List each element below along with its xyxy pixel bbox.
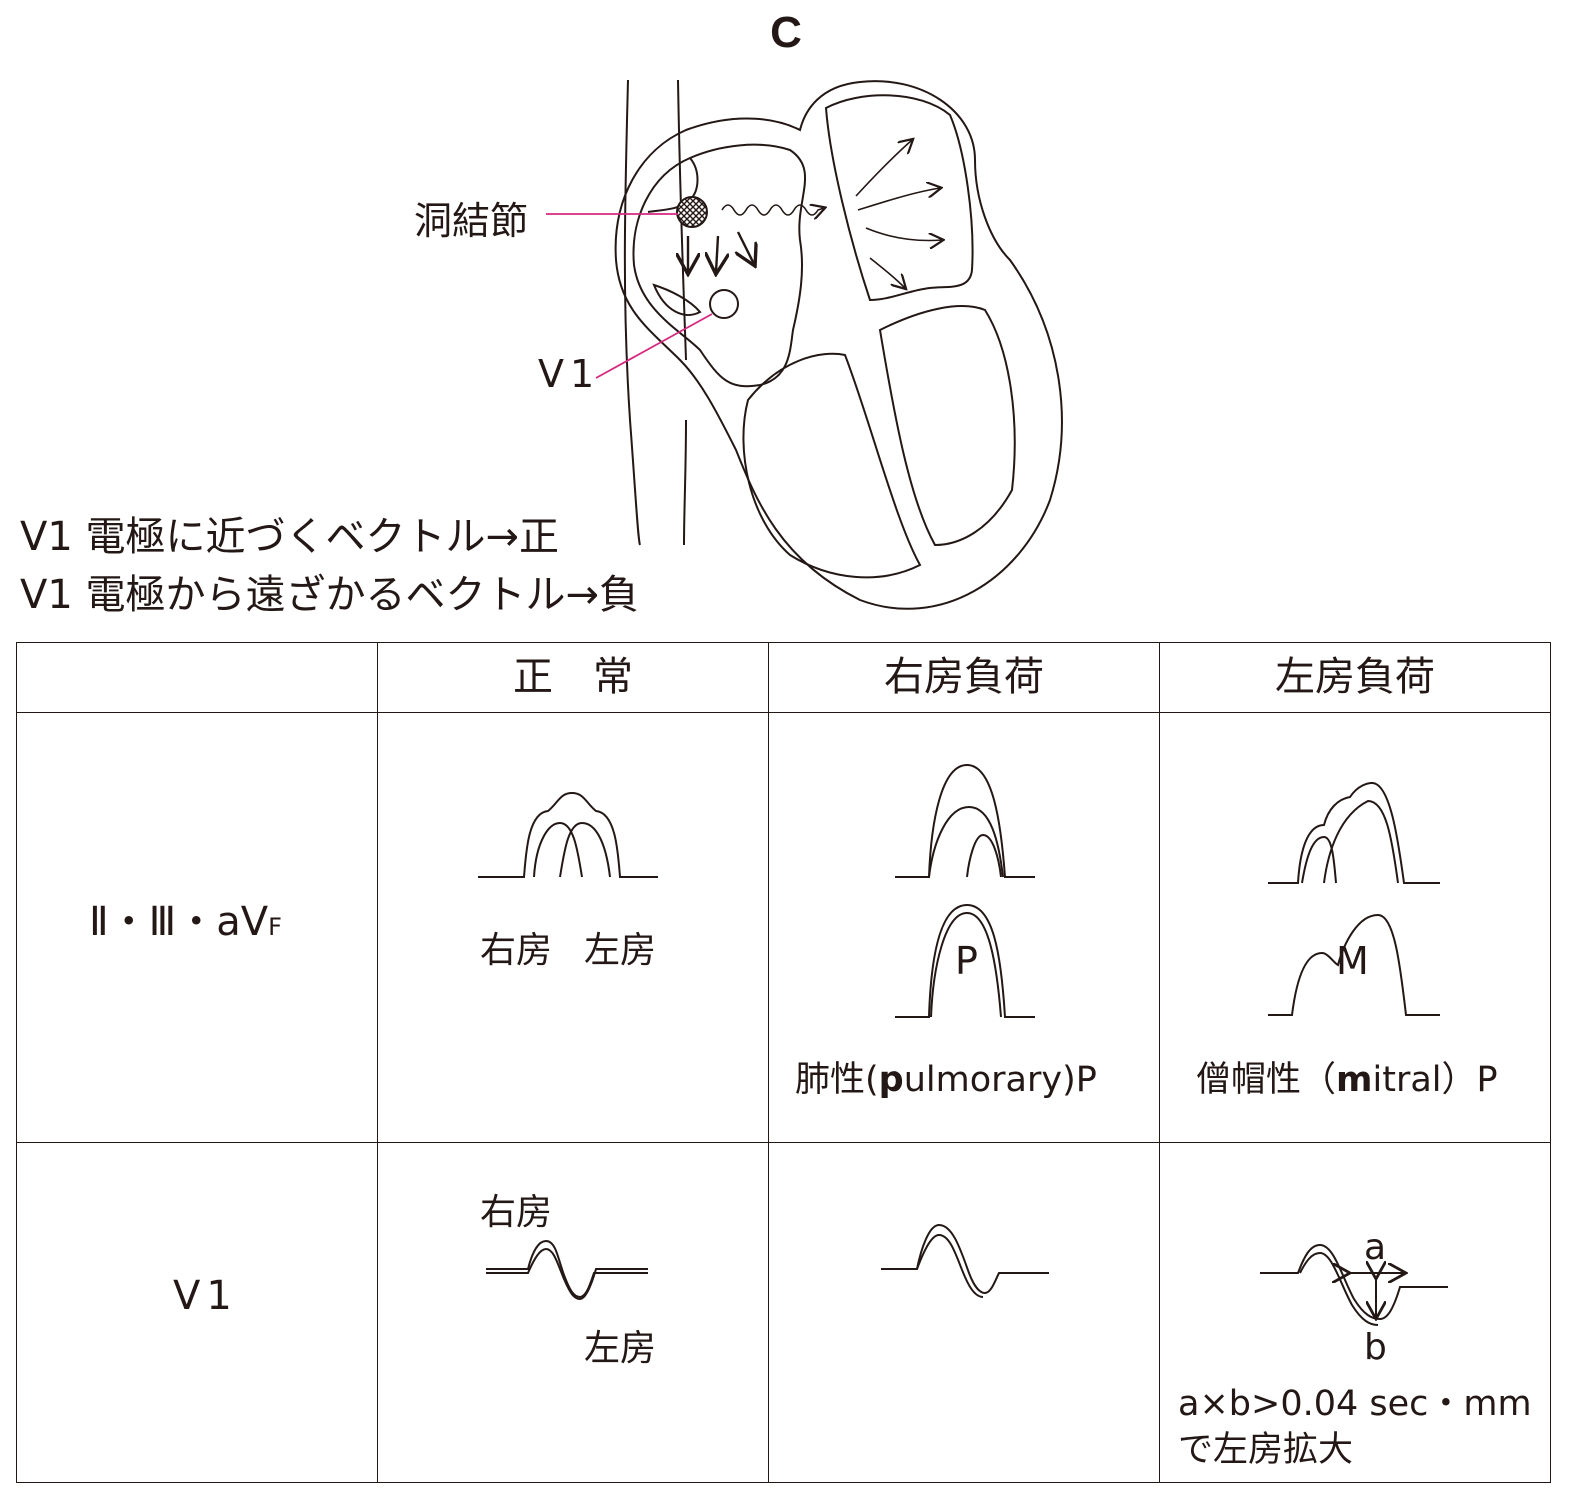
ra-p-label: 肺性(pulmorary)P: [795, 1060, 1097, 1100]
la-v1-a-label: a: [1364, 1227, 1387, 1268]
vena-cava-left: [623, 79, 641, 546]
sa-node: [676, 196, 708, 228]
v1-label: V1: [538, 352, 601, 396]
normal-v1-ra-label: 右房: [480, 1192, 553, 1233]
normal-label-la: 左房: [584, 930, 657, 971]
lead-cell-v1: V1: [16, 1142, 378, 1483]
figure-label: C: [770, 8, 802, 57]
la-v1-note-1: a×b>0.04 sec・mm: [1178, 1384, 1532, 1424]
lead-label-v1: V1: [173, 1273, 238, 1319]
la-letter: M: [1336, 939, 1369, 983]
la-limb-cell: M 僧帽性（mitral）P: [1159, 712, 1551, 1143]
v1-row: V1 右房 左房 a b a×b>0.04 sec・: [16, 1142, 1551, 1483]
p-wave-table: 正 常 右房負荷 左房負荷 Ⅱ・Ⅲ・aVF 右房 左房: [16, 642, 1551, 1483]
limb-lead-row: Ⅱ・Ⅲ・aVF 右房 左房 P 肺性(pulmora: [16, 712, 1551, 1143]
la-v1-b-label: b: [1364, 1327, 1387, 1368]
header-row: 正 常 右房負荷 左房負荷: [16, 642, 1551, 713]
header-la-load: 左房負荷: [1159, 642, 1551, 713]
sa-node-label: 洞結節: [414, 199, 529, 243]
la-p-wave: [1268, 781, 1440, 884]
normal-v1-wave: [486, 1239, 648, 1301]
vena-cava-right: [677, 79, 687, 361]
v1-electrode: [709, 289, 739, 319]
caption-line-2: V1 電極から遠ざかるベクトル→負: [20, 572, 640, 618]
normal-limb-cell: 右房 左房: [377, 712, 769, 1143]
la-p-label: 僧帽性（mitral）P: [1196, 1060, 1498, 1100]
la-v1-wave: [1260, 1243, 1448, 1326]
caption-line-1: V1 電極に近づくベクトル→正: [20, 514, 560, 560]
header-empty: [16, 642, 378, 713]
ra-v1-cell: [768, 1142, 1160, 1483]
wavy-arrow: [721, 205, 824, 215]
lead-label-limb: Ⅱ・Ⅲ・aVF: [89, 899, 282, 945]
mitral-p-wave: [1268, 913, 1440, 1016]
v1-leader: [595, 313, 713, 379]
normal-v1-la-label: 左房: [584, 1328, 657, 1369]
normal-label-ra: 右房: [480, 930, 553, 971]
pulmonary-p-wave: [895, 903, 1035, 1018]
la-v1-cell: a b a×b>0.04 sec・mm で左房拡大: [1159, 1142, 1551, 1483]
header-ra-load: 右房負荷: [768, 642, 1160, 713]
ra-limb-cell: P 肺性(pulmorary)P: [768, 712, 1160, 1143]
lead-cell-limb: Ⅱ・Ⅲ・aVF: [16, 712, 378, 1143]
ra-p-wave: [895, 763, 1035, 878]
la-v1-note-2: で左房拡大: [1178, 1430, 1354, 1470]
ra-letter: P: [955, 939, 978, 983]
heart-outline: [614, 80, 1063, 610]
ra-v1-wave: [881, 1223, 1049, 1298]
normal-p-wave: [478, 791, 658, 878]
normal-v1-cell: 右房 左房: [377, 1142, 769, 1483]
heart-diagram: [546, 79, 1063, 610]
header-normal: 正 常: [377, 642, 769, 713]
